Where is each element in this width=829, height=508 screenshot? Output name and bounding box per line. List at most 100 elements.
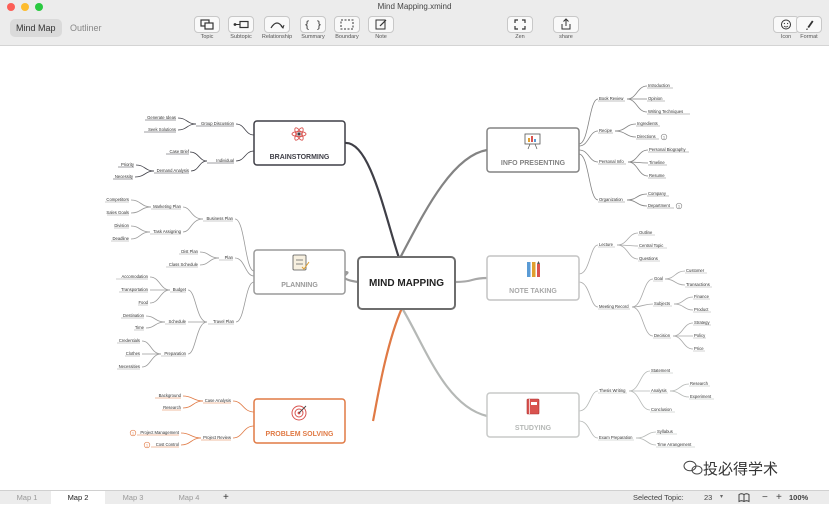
zoom-window-button[interactable] — [35, 3, 43, 11]
subtopic-button[interactable]: Subtopic — [224, 16, 258, 40]
node-necessity[interactable]: Necessity — [115, 174, 134, 179]
share-button[interactable]: share — [549, 16, 583, 40]
dropdown-chevron-icon[interactable]: ▾ — [720, 494, 724, 500]
node-writing-techniques[interactable]: Writing Techniques — [648, 109, 683, 114]
node-introduction[interactable]: Introduction — [648, 83, 671, 88]
node-group-discussion[interactable]: Group Discussion — [201, 121, 235, 126]
node-task-assigning[interactable]: Task Assigning — [153, 229, 181, 234]
node-product[interactable]: Product — [694, 307, 709, 312]
node-syllabus[interactable]: Syllabus — [657, 429, 673, 434]
node-personal-info[interactable]: Personal Info — [599, 159, 624, 164]
node-research[interactable]: Research — [163, 405, 182, 410]
sheet-tab-map-2[interactable]: Map 2 — [51, 491, 105, 504]
node-competitors[interactable]: Competitors — [106, 197, 129, 202]
node-class-schedule[interactable]: Class Schedule — [169, 262, 199, 267]
map-overview-button[interactable] — [738, 491, 750, 504]
node-demand-analysis[interactable]: Demand Analysis — [157, 168, 189, 173]
node-time-arrangement[interactable]: Time Arrangement — [657, 442, 692, 447]
node-strategy[interactable]: Strategy — [694, 320, 711, 325]
node-outline[interactable]: Outline — [639, 230, 653, 235]
node-transactions[interactable]: Transactions — [686, 282, 710, 287]
node-division[interactable]: Division — [114, 223, 129, 228]
topic-problem-solving[interactable]: PROBLEM SOLVING — [253, 398, 346, 444]
node-marketing-plan[interactable]: Marketing Plan — [153, 204, 182, 209]
central-topic[interactable] — [357, 256, 456, 310]
format-button[interactable]: Format — [792, 16, 826, 40]
node-priority[interactable]: Priority — [121, 162, 135, 167]
topic-info-presenting[interactable]: INFO PRESENTING — [486, 127, 580, 173]
node-questions[interactable]: Questions — [639, 256, 658, 261]
node-timeline[interactable]: Timeline — [649, 160, 665, 165]
node-schedule[interactable]: Schedule — [169, 319, 187, 324]
node-conclusion[interactable]: Conclusion — [651, 407, 672, 412]
node-goal[interactable]: Goal — [654, 276, 663, 281]
node-personal-biography[interactable]: Personal Biography — [649, 147, 686, 152]
tab-mind-map[interactable]: Mind Map — [10, 19, 62, 37]
node-organization[interactable]: Organization — [599, 197, 623, 202]
node-accommodation[interactable]: Accomodation — [121, 274, 148, 279]
node-seek-solutions[interactable]: Seek Solutions — [148, 127, 176, 132]
node-price[interactable]: Price — [694, 346, 704, 351]
node-exam-preparation[interactable]: Exam Preparation — [599, 435, 633, 440]
node-opinion[interactable]: Opinion — [648, 96, 663, 101]
minimize-window-button[interactable] — [21, 3, 29, 11]
topic-note-taking[interactable]: NOTE TAKING — [486, 255, 580, 301]
node-food[interactable]: Food — [138, 300, 148, 305]
topic-planning[interactable]: PLANNING — [253, 249, 346, 295]
summary-button[interactable]: { } Summary — [296, 16, 330, 40]
node-ingredients[interactable]: Ingredients — [637, 121, 658, 126]
node-analysis[interactable]: Analysis — [651, 388, 667, 393]
node-background[interactable]: Background — [159, 393, 182, 398]
topic-button[interactable]: Topic — [190, 16, 224, 40]
zen-button[interactable]: Zen — [503, 16, 537, 40]
node-travel-plan[interactable]: Travel Plan — [213, 319, 235, 324]
node-deadline[interactable]: Deadline — [112, 236, 129, 241]
node-directions[interactable]: Directions — [637, 134, 656, 139]
tab-outliner[interactable]: Outliner — [70, 23, 102, 33]
collapse-badge-department[interactable]: 1 — [675, 202, 683, 210]
node-necessities[interactable]: Necessities — [119, 364, 140, 369]
topic-brainstorming[interactable]: BRAINSTORMING — [253, 120, 346, 166]
node-company[interactable]: Company — [648, 191, 667, 196]
node-statement[interactable]: Statement — [651, 368, 671, 373]
node-sales-goals[interactable]: Sales Goals — [106, 210, 129, 215]
node-customer[interactable]: Customer — [686, 268, 705, 273]
node-project-management[interactable]: Project Management — [140, 430, 179, 435]
node-policy[interactable]: Policy — [694, 333, 706, 338]
node-case-analysis[interactable]: Case Analysis — [205, 398, 231, 403]
node-subjects[interactable]: Subjects — [654, 301, 670, 306]
collapse-badge-project-management[interactable]: 1 — [129, 429, 137, 437]
node-plan[interactable]: Plan — [225, 255, 234, 260]
node-resume[interactable]: Resume — [649, 173, 665, 178]
node-budget[interactable]: Budget — [173, 287, 187, 292]
node-experiment[interactable]: Experiment — [690, 394, 712, 399]
node-central-topic[interactable]: Central Topic — [639, 243, 663, 248]
boundary-button[interactable]: Boundary — [330, 16, 364, 40]
relationship-button[interactable]: Relationship — [260, 16, 294, 40]
close-window-button[interactable] — [7, 3, 15, 11]
node-business-plan[interactable]: Business Plan — [206, 216, 233, 221]
node-meeting-record[interactable]: Meeting Record — [599, 304, 629, 309]
node-recipe[interactable]: Recipe — [599, 128, 613, 133]
sheet-tab-map-4[interactable]: Map 4 — [178, 493, 200, 502]
sheet-tab-map-1[interactable]: Map 1 — [16, 493, 38, 502]
node-case-brief[interactable]: Case Brief — [169, 149, 189, 154]
note-button[interactable]: Note — [364, 16, 398, 40]
add-sheet-button[interactable]: + — [223, 492, 229, 503]
node-project-review[interactable]: Project Review — [203, 435, 232, 440]
node-book-review[interactable]: Book Review — [599, 96, 624, 101]
node-lecture[interactable]: Lecture — [599, 242, 614, 247]
node-finance[interactable]: Finance — [694, 294, 710, 299]
collapse-badge-cost-control[interactable]: 1 — [143, 441, 151, 449]
topic-studying[interactable]: STUDYING — [486, 392, 580, 438]
mind-map-canvas[interactable]: MIND MAPPING BRAINSTORMING PLANNING PROB… — [0, 46, 829, 490]
zoom-in-button[interactable]: + — [776, 492, 782, 503]
node-thesis-writing[interactable]: Thesis Writing — [599, 388, 626, 393]
node-clothes[interactable]: Clothes — [126, 351, 140, 356]
node-cost-control[interactable]: Cost Control — [156, 442, 179, 447]
node-department[interactable]: Department — [648, 203, 671, 208]
node-transportation[interactable]: Transportation — [121, 287, 149, 292]
node-individual[interactable]: Individual — [216, 158, 234, 163]
node-dist-plan[interactable]: Dist Plan — [181, 249, 198, 254]
collapse-badge-directions[interactable]: 1 — [660, 133, 668, 141]
